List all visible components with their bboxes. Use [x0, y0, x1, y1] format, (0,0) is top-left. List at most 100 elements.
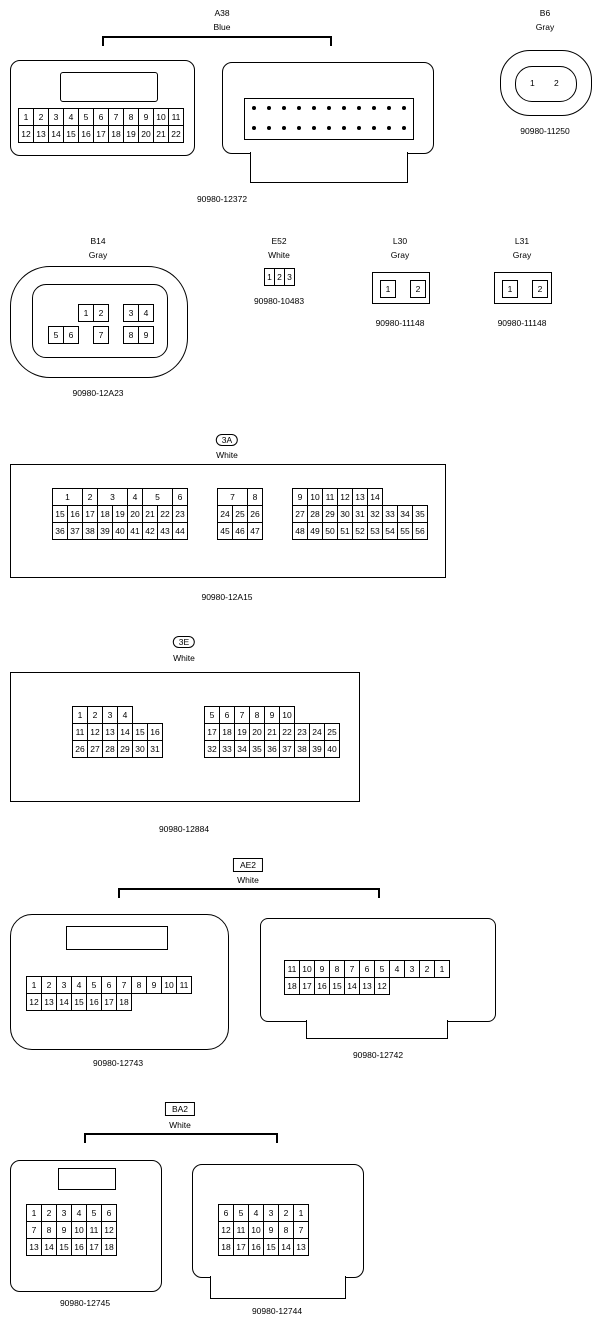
pin-dot [372, 106, 376, 110]
pin: 2 [33, 108, 49, 126]
pin: 18 [108, 125, 124, 143]
pin: 3 [48, 108, 64, 126]
ae2-male-skirt [306, 1020, 448, 1039]
c3e-color: White [173, 653, 195, 663]
c3a-code: 3A [215, 434, 239, 446]
pin: 10 [71, 1221, 87, 1239]
pin: 15 [52, 505, 68, 523]
pin: 45 [217, 522, 233, 540]
pin: 14 [367, 488, 383, 506]
pin: 1 [434, 960, 450, 978]
pin: 14 [117, 723, 133, 741]
l31-color: Gray [512, 250, 532, 260]
pin: 30 [337, 505, 353, 523]
pin: 16 [71, 1238, 87, 1256]
pin: 15 [63, 125, 79, 143]
e52-part: 90980-10483 [253, 296, 305, 306]
pin: 7 [108, 108, 124, 126]
pin-dot [267, 106, 271, 110]
pin: 17 [101, 993, 117, 1011]
ae2-part-right: 90980-12742 [352, 1050, 404, 1060]
pin: 33 [219, 740, 235, 758]
pin: 17 [86, 1238, 102, 1256]
pin: 15 [329, 977, 345, 995]
pin: 26 [72, 740, 88, 758]
pin: 55 [397, 522, 413, 540]
pin: 1 [293, 1204, 309, 1222]
pin: 56 [412, 522, 428, 540]
pin: 3 [284, 268, 295, 286]
ba2-latch [58, 1168, 116, 1190]
pin: 8 [123, 326, 139, 344]
pin: 13 [26, 1238, 42, 1256]
pin: 22 [168, 125, 184, 143]
pin: 23 [294, 723, 310, 741]
pin: 9 [56, 1221, 72, 1239]
pin: 8 [247, 488, 263, 506]
a38-male-skirt [250, 152, 408, 183]
pin: 14 [48, 125, 64, 143]
pin: 35 [412, 505, 428, 523]
e52-code: E52 [271, 236, 287, 246]
pin: 4 [71, 976, 87, 994]
pin: 18 [101, 1238, 117, 1256]
pin: 16 [147, 723, 163, 741]
pin: 3 [97, 488, 128, 506]
ae2-color: White [237, 875, 259, 885]
pin: 26 [247, 505, 263, 523]
b6-pin-2: 2 [554, 78, 559, 88]
pin-dot [342, 106, 346, 110]
pin-dot [342, 126, 346, 130]
ba2-code: BA2 [164, 1102, 196, 1116]
pin-dot [297, 126, 301, 130]
pin: 36 [52, 522, 68, 540]
pin: 5 [233, 1204, 249, 1222]
pin: 31 [147, 740, 163, 758]
pin: 32 [204, 740, 220, 758]
pin: 32 [367, 505, 383, 523]
pin: 18 [219, 723, 235, 741]
pin-dot [252, 126, 256, 130]
pin: 25 [324, 723, 340, 741]
pin: 21 [153, 125, 169, 143]
pin: 4 [138, 304, 154, 322]
pin: 22 [279, 723, 295, 741]
pin: 34 [234, 740, 250, 758]
a38-part: 90980-12372 [196, 194, 248, 204]
pin: 4 [71, 1204, 87, 1222]
pin: 6 [93, 108, 109, 126]
pin: 24 [217, 505, 233, 523]
pin: 38 [294, 740, 310, 758]
pin: 8 [131, 976, 147, 994]
pin: 8 [123, 108, 139, 126]
pin: 3 [56, 1204, 72, 1222]
l30-pins: 1 2 [380, 280, 426, 298]
pin: 10 [248, 1221, 264, 1239]
l31-code: L31 [514, 236, 530, 246]
pin: 20 [249, 723, 265, 741]
pin: 22 [157, 505, 173, 523]
pin: 2 [87, 706, 103, 724]
pin: 10 [307, 488, 323, 506]
pin: 43 [157, 522, 173, 540]
a38-male-pin-field [244, 98, 414, 140]
pin-dot [327, 106, 331, 110]
l30-part: 90980-11148 [375, 318, 425, 328]
b14-part: 90980-12A23 [72, 388, 124, 398]
pin: 5 [86, 1204, 102, 1222]
pin: 3 [56, 976, 72, 994]
pin: 17 [299, 977, 315, 995]
pin: 4 [389, 960, 405, 978]
pin: 16 [248, 1238, 264, 1256]
pin: 7 [116, 976, 132, 994]
pin: 39 [309, 740, 325, 758]
pin: 6 [219, 706, 235, 724]
pin: 29 [322, 505, 338, 523]
pin-dot [282, 106, 286, 110]
pin: 10 [153, 108, 169, 126]
pin: 12 [18, 125, 34, 143]
pin: 2 [419, 960, 435, 978]
